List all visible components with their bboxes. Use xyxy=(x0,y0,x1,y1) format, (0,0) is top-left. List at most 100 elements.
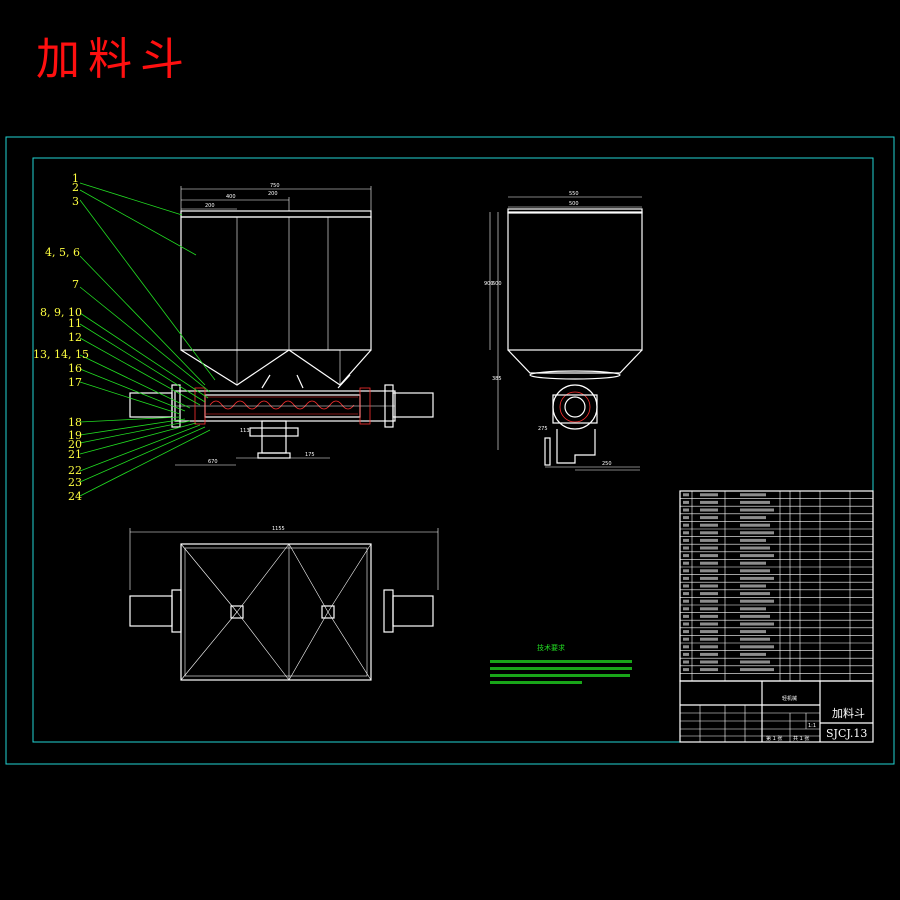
part-index-text xyxy=(683,554,689,558)
technical-notes: 技术要求 xyxy=(490,643,632,684)
part-code-text xyxy=(700,668,718,672)
parts-list xyxy=(679,490,874,682)
part-label: 3 xyxy=(72,195,79,208)
part-index-text xyxy=(683,668,689,672)
part-index-text xyxy=(683,531,689,535)
part-code-text xyxy=(700,546,718,550)
part-label: 13, 14, 15 xyxy=(33,348,89,361)
part-code-text xyxy=(700,516,718,520)
part-label: 22 xyxy=(68,464,82,477)
part-index-text xyxy=(683,630,689,634)
part-index-text xyxy=(683,660,689,664)
part-index-text xyxy=(683,622,689,626)
part-name-text xyxy=(740,576,774,580)
side-view: 550 500 900 600 385 275 250 xyxy=(484,191,643,471)
dim-bottom-left: 670 xyxy=(208,459,218,465)
part-index-text xyxy=(683,516,689,520)
part-name-text xyxy=(740,660,770,664)
part-label: 17 xyxy=(68,376,82,389)
part-name-text xyxy=(740,561,766,565)
part-name-text xyxy=(740,614,770,618)
front-view: 750 400 200 200 670 175 113 xyxy=(129,183,434,466)
part-name-text xyxy=(740,652,766,656)
part-index-text xyxy=(683,645,689,649)
part-index-text xyxy=(683,584,689,588)
part-label: 19 xyxy=(68,429,82,442)
dim-bottom-right: 175 xyxy=(305,452,315,458)
part-index-text xyxy=(683,576,689,580)
part-code-text xyxy=(700,500,718,504)
title-block: 轻机械 加料斗 SJCJ.13 1:1 第 1 张 共 1 张 xyxy=(679,680,874,743)
part-index-text xyxy=(683,500,689,504)
part-code-text xyxy=(700,523,718,527)
dim-side-base: 250 xyxy=(602,461,612,467)
part-index-text xyxy=(683,493,689,497)
part-code-text xyxy=(700,607,718,611)
dim-top2: 200 xyxy=(268,191,278,197)
part-name-text xyxy=(740,554,774,558)
part-index-text xyxy=(683,508,689,512)
sheet: 第 1 张 xyxy=(766,735,782,742)
part-code-text xyxy=(700,599,718,603)
part-label: 23 xyxy=(68,476,82,489)
part-label: 16 xyxy=(68,362,82,375)
part-label: 8, 9, 10 xyxy=(40,306,82,319)
part-label: 2 xyxy=(72,181,79,194)
part-index-text xyxy=(683,607,689,611)
part-name-text xyxy=(740,531,774,535)
part-name-text xyxy=(740,584,766,588)
part-code-text xyxy=(700,652,718,656)
part-code-text xyxy=(700,508,718,512)
part-code-text xyxy=(700,637,718,641)
part-index-text xyxy=(683,614,689,618)
part-name-text xyxy=(740,493,766,497)
part-index-text xyxy=(683,538,689,542)
part-code-text xyxy=(700,576,718,580)
part-code-text xyxy=(700,645,718,649)
company-name: 轻机械 xyxy=(782,695,797,702)
part-name-text xyxy=(740,538,766,542)
part-name-text xyxy=(740,645,774,649)
part-name-text xyxy=(740,630,766,634)
part-label: 20 xyxy=(68,438,82,451)
part-code-text xyxy=(700,569,718,573)
dim-height: 113 xyxy=(240,428,250,434)
part-index-text xyxy=(683,546,689,550)
part-label: 18 xyxy=(68,416,82,429)
part-name-text xyxy=(740,523,770,527)
part-name-text xyxy=(740,500,770,504)
part-name-text xyxy=(740,599,774,603)
part-label: 12 xyxy=(68,331,82,344)
part-label: 7 xyxy=(72,278,79,291)
part-label: 24 xyxy=(68,490,82,503)
dim-side-h4: 275 xyxy=(538,426,548,432)
part-index-text xyxy=(683,561,689,565)
part-code-text xyxy=(700,531,718,535)
dim-side-h3: 385 xyxy=(492,376,502,382)
part-code-text xyxy=(700,561,718,565)
part-code-text xyxy=(700,538,718,542)
drawing-name: 加料斗 xyxy=(832,706,865,720)
part-name-text xyxy=(740,592,770,596)
dim-plan-overall: 1155 xyxy=(272,526,285,532)
part-code-text xyxy=(700,630,718,634)
part-code-text xyxy=(700,614,718,618)
notes-title: 技术要求 xyxy=(537,643,565,652)
part-index-text xyxy=(683,523,689,527)
part-code-text xyxy=(700,660,718,664)
outer-frame xyxy=(5,136,895,765)
part-index-text xyxy=(683,569,689,573)
part-name-text xyxy=(740,607,766,611)
scale: 1:1 xyxy=(808,723,816,729)
dim-top1: 400 xyxy=(226,194,236,200)
drawing-number: SJCJ.13 xyxy=(826,727,867,740)
part-index-text xyxy=(683,637,689,641)
inner-frame xyxy=(32,157,874,743)
part-code-text xyxy=(700,622,718,626)
part-name-text xyxy=(740,637,770,641)
part-code-text xyxy=(700,584,718,588)
part-labels: 1 2 3 4, 5, 6 7 8, 9, 10 11 12 13, 14, 1… xyxy=(33,172,89,503)
part-code-text xyxy=(700,554,718,558)
part-code-text xyxy=(700,493,718,497)
part-label: 4, 5, 6 xyxy=(45,246,80,259)
